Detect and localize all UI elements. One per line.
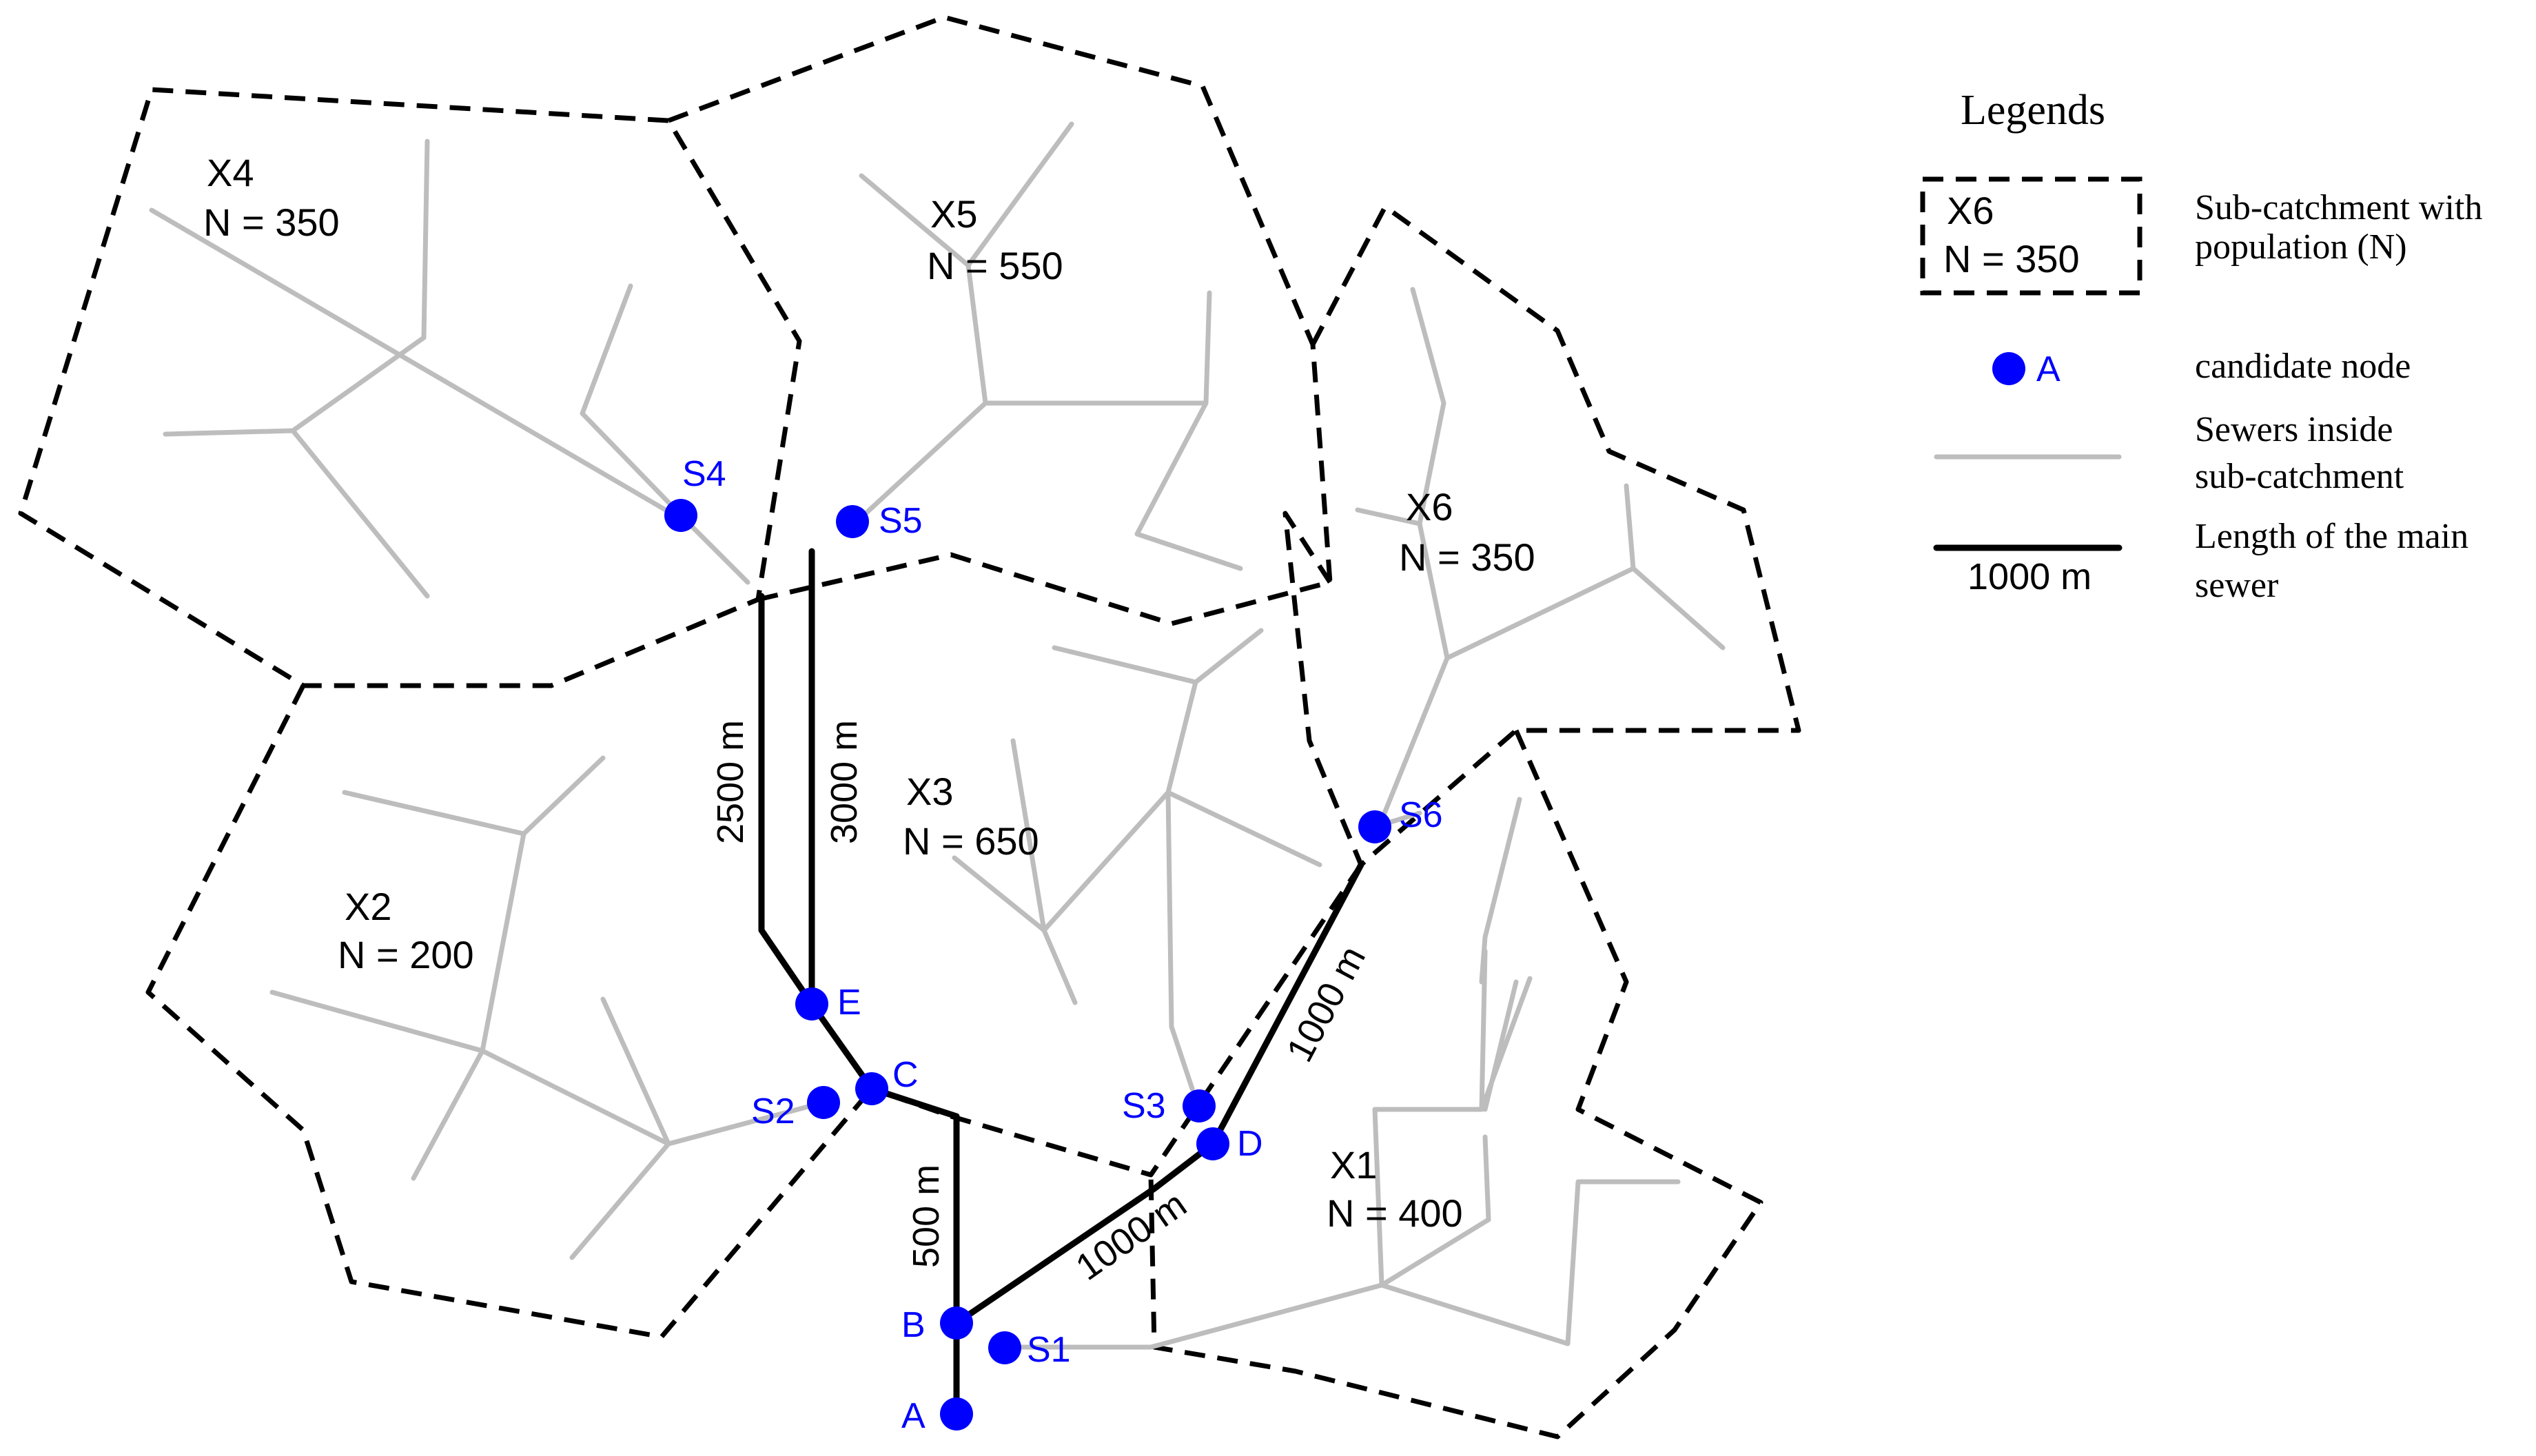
boundary-x4 bbox=[18, 87, 802, 688]
node-e[interactable] bbox=[795, 987, 828, 1021]
node-s1-label: S1 bbox=[1027, 1330, 1071, 1370]
node-s3-label: S3 bbox=[1122, 1086, 1166, 1126]
boundary-x6 bbox=[1282, 204, 1801, 868]
legend-sewers-text-1: Sewers inside bbox=[2195, 410, 2393, 449]
subcatchment-boundaries bbox=[18, 14, 1801, 1439]
sewer-x6 bbox=[1355, 287, 1726, 823]
legend-node-sample-label: A bbox=[2036, 349, 2060, 389]
legend-title: Legends bbox=[1961, 87, 2105, 134]
legend-main-text-2: sewer bbox=[2195, 566, 2278, 605]
internal-sewers bbox=[149, 121, 1726, 1350]
length-label-e-s4: 2500 m bbox=[710, 720, 751, 844]
legend-subcatchment-swatch bbox=[1920, 176, 2143, 296]
main-sewers bbox=[758, 548, 1364, 1417]
legend-sewers-text-2: sub-catchment bbox=[2195, 457, 2404, 496]
node-a-label: A bbox=[901, 1396, 926, 1436]
length-label-b-c: 500 m bbox=[906, 1165, 947, 1268]
node-e-label: E bbox=[837, 983, 861, 1023]
node-b[interactable] bbox=[940, 1306, 973, 1340]
x4-population-label: N = 350 bbox=[203, 201, 340, 244]
x2-population-label: N = 200 bbox=[338, 933, 474, 976]
boundary-x3-internal bbox=[870, 863, 1363, 1178]
node-s2[interactable] bbox=[807, 1086, 840, 1119]
x1-id-label: X1 bbox=[1330, 1143, 1378, 1187]
legend-box-id: X6 bbox=[1947, 189, 1994, 232]
boundary-x1 bbox=[1148, 729, 1763, 1439]
subcatchment-labels: X4 N = 350 X5 N = 550 X6 N = 350 X3 N = … bbox=[203, 151, 1535, 1235]
node-c-label: C bbox=[892, 1055, 919, 1095]
node-s3[interactable] bbox=[1183, 1089, 1216, 1122]
sewer-x1 bbox=[990, 948, 1681, 1350]
candidate-nodes: A B C D E S1 S2 S3 S4 S5 S6 bbox=[664, 454, 1443, 1436]
x3-id-label: X3 bbox=[906, 770, 954, 813]
sewer-x5 bbox=[852, 121, 1243, 571]
legend-node-swatch bbox=[1992, 352, 2025, 385]
legend-candidate-text: candidate node bbox=[2195, 347, 2411, 386]
node-s2-label: S2 bbox=[751, 1091, 795, 1131]
x5-id-label: X5 bbox=[930, 192, 978, 236]
main-sewer-d-s6 bbox=[1209, 861, 1364, 1147]
node-d[interactable] bbox=[1196, 1127, 1229, 1160]
node-s4[interactable] bbox=[664, 499, 697, 532]
node-a[interactable] bbox=[940, 1397, 973, 1431]
sewer-x2 bbox=[269, 755, 826, 1260]
node-c[interactable] bbox=[855, 1072, 888, 1105]
legend-box-population: N = 350 bbox=[1943, 237, 2080, 280]
length-label-e-s5: 3000 m bbox=[824, 720, 865, 844]
x4-id-label: X4 bbox=[207, 151, 254, 194]
x3-population-label: N = 650 bbox=[903, 819, 1039, 863]
boundary-x2 bbox=[145, 684, 874, 1340]
node-s5-label: S5 bbox=[879, 501, 923, 541]
legend-subcatchment-text-2: population (N) bbox=[2195, 227, 2407, 267]
main-sewer-e-s4 bbox=[758, 593, 815, 1007]
x2-id-label: X2 bbox=[345, 885, 392, 928]
main-sewer-b-c bbox=[868, 1085, 960, 1326]
node-s6-label: S6 bbox=[1399, 795, 1443, 835]
main-sewer-b-d bbox=[953, 1140, 1216, 1326]
node-s4-label: S4 bbox=[682, 454, 726, 494]
sewer-x3 bbox=[952, 628, 1322, 1091]
node-s6[interactable] bbox=[1358, 810, 1391, 843]
node-s1[interactable] bbox=[988, 1331, 1021, 1364]
legend-main-text-1: Length of the main bbox=[2195, 517, 2468, 556]
node-b-label: B bbox=[901, 1305, 926, 1345]
sewer-x1-branch bbox=[1479, 797, 1522, 985]
length-label-d-s6: 1000 m bbox=[1279, 939, 1374, 1068]
legend-subcatchment-text-1: Sub-catchment with bbox=[2195, 188, 2482, 227]
node-s5[interactable] bbox=[836, 505, 869, 538]
legend: Legends X6 N = 350 Sub-catchment with po… bbox=[1920, 87, 2482, 605]
x1-population-label: N = 400 bbox=[1327, 1191, 1463, 1235]
x5-population-label: N = 550 bbox=[927, 244, 1063, 287]
x6-population-label: N = 350 bbox=[1399, 535, 1535, 579]
x6-id-label: X6 bbox=[1406, 485, 1453, 529]
legend-main-sample-label: 1000 m bbox=[1967, 556, 2092, 597]
node-d-label: D bbox=[1237, 1124, 1263, 1164]
main-sewer-c-e bbox=[808, 1001, 875, 1092]
boundary-x5 bbox=[667, 14, 1333, 626]
